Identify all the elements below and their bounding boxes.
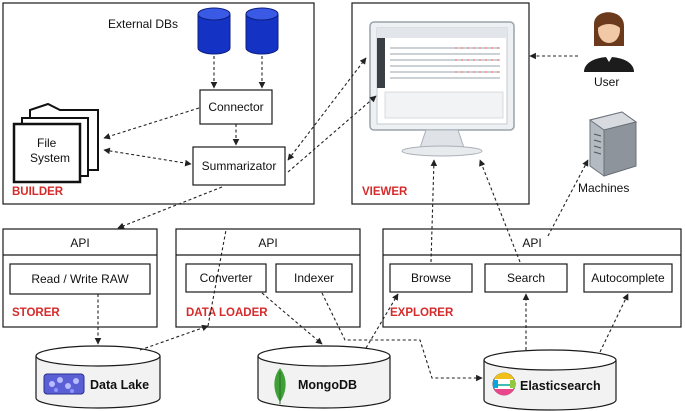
browse-box [389, 263, 473, 293]
machines-label: Machines [578, 181, 629, 195]
summarizator-box [192, 146, 286, 186]
arrow [261, 292, 323, 345]
user-label: User [594, 75, 619, 89]
summarizator-label: Summarizator [202, 159, 277, 173]
search-label: Search [507, 271, 545, 285]
file-system-label: System [30, 151, 70, 165]
monitor-icon [369, 21, 515, 157]
arrow [321, 292, 483, 382]
folder-icon [12, 102, 99, 184]
viewer-section-label: VIEWER [362, 186, 408, 198]
browse-label: Browse [411, 271, 451, 285]
indexer-label: Indexer [294, 271, 334, 285]
arrow [287, 57, 367, 161]
connector-label: Connector [208, 100, 263, 114]
elasticsearch-label: Elasticsearch [520, 379, 601, 393]
elasticsearch-store [483, 349, 617, 411]
external-db-icon [197, 7, 231, 55]
elasticsearch-icon [492, 372, 516, 396]
arrow [479, 159, 521, 263]
converter-label: Converter [200, 271, 253, 285]
arrow [139, 324, 209, 351]
connector-box [199, 89, 273, 125]
read-write-raw-box [9, 263, 151, 295]
explorer-api-label: API [522, 236, 541, 250]
indexer-box [275, 263, 353, 293]
autocomplete-box [583, 263, 673, 293]
data-lake-store [35, 345, 161, 409]
arrow [103, 147, 192, 167]
external-dbs-label: External DBs [108, 17, 178, 31]
arrow [365, 293, 399, 349]
arrow [547, 159, 589, 237]
data-loader-api-label: API [258, 236, 277, 250]
arrow [103, 107, 200, 140]
file-system-label: File [37, 136, 57, 150]
storer-section-label: STORER [12, 307, 60, 319]
search-box [484, 263, 568, 293]
arrow [430, 159, 438, 263]
mongodb-label: MongoDB [298, 378, 357, 392]
storer-api-label: API [70, 236, 89, 250]
arrow [117, 186, 223, 229]
mongodb-leaf-icon [274, 368, 286, 404]
explorer-section-label: EXPLORER [390, 307, 454, 319]
data-loader-section-label: DATA LOADER [186, 307, 268, 319]
arrow [287, 95, 377, 173]
autocomplete-label: Autocomplete [591, 271, 665, 285]
data-lake-label: Data Lake [90, 378, 149, 392]
read-write-raw-label: Read / Write RAW [31, 272, 129, 286]
server-icon [588, 111, 638, 177]
external-db-icon [245, 7, 279, 55]
builder-section-label: BUILDER [12, 186, 64, 198]
converter-box [185, 263, 267, 293]
data-lake-icon [43, 373, 85, 395]
mongodb-store [257, 345, 391, 409]
user-icon [584, 12, 634, 72]
